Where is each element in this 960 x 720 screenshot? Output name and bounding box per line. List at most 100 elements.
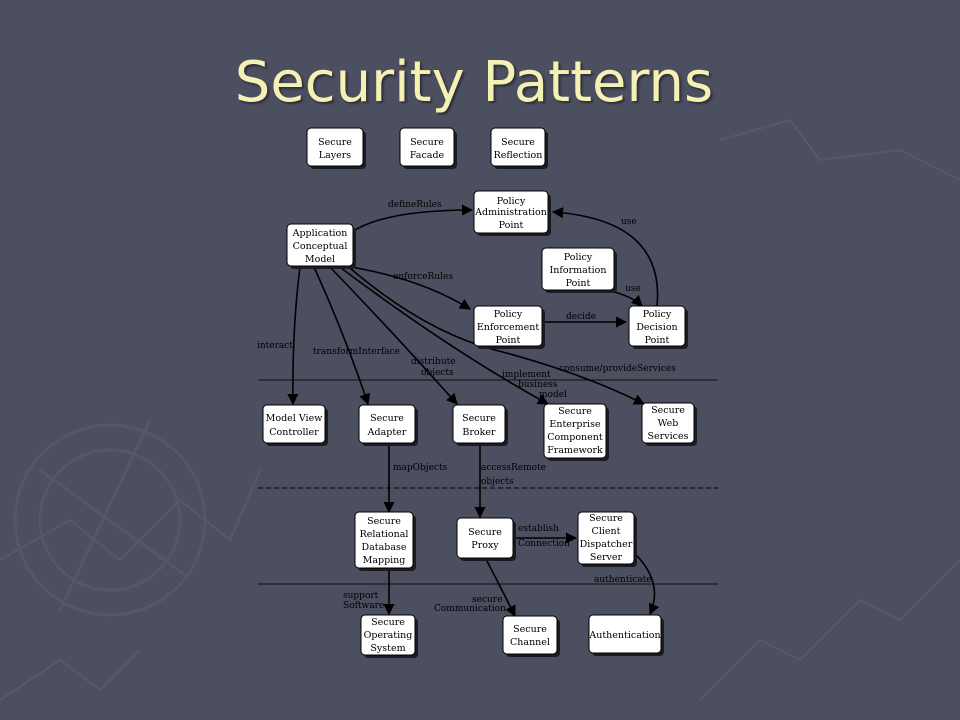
node-secure-layers: Secure Layers <box>306 127 366 169</box>
svg-text:Application: Application <box>292 228 348 239</box>
svg-text:Operating: Operating <box>364 630 413 641</box>
node-authentication: Authentication <box>588 614 664 656</box>
svg-text:Database: Database <box>361 542 406 553</box>
svg-text:Dispatcher: Dispatcher <box>580 539 633 550</box>
node-policy-decision-point: Policy Decision Point <box>628 305 688 349</box>
svg-text:Secure: Secure <box>501 137 535 148</box>
label-enforce-rules: enforceRules <box>393 272 453 282</box>
svg-text:Policy: Policy <box>643 309 672 320</box>
svg-text:Enterprise: Enterprise <box>549 419 601 430</box>
label-business: business <box>518 380 558 390</box>
label-decide: decide <box>566 312 596 322</box>
node-model-view-controller: Model View Controller <box>262 404 328 446</box>
node-secure-reflection: Secure Reflection <box>490 127 548 169</box>
svg-text:Secure: Secure <box>371 617 405 628</box>
label-connection: Connection <box>518 539 570 549</box>
svg-text:Channel: Channel <box>510 637 550 648</box>
svg-text:Information: Information <box>549 265 606 276</box>
label-support: support <box>343 591 379 601</box>
svg-text:Conceptual: Conceptual <box>293 241 348 252</box>
svg-text:Layers: Layers <box>319 150 352 161</box>
edge-consume-provide-services <box>342 261 646 405</box>
label-define-rules: defineRules <box>388 200 442 210</box>
label-software: Software <box>343 601 384 611</box>
svg-text:Secure: Secure <box>468 527 502 538</box>
svg-text:Point: Point <box>566 278 591 289</box>
edge-transform-interface <box>313 266 371 406</box>
node-policy-enforcement-point: Policy Enforcement Point <box>473 305 545 349</box>
label-consume-provide-services: consume/provideServices <box>559 364 676 374</box>
svg-text:Model: Model <box>305 254 335 265</box>
edge-interact <box>287 266 301 406</box>
node-secure-client-dispatcher-server: Secure Client Dispatcher Server <box>577 511 637 567</box>
svg-text:Policy: Policy <box>497 196 526 207</box>
svg-text:Point: Point <box>496 335 521 346</box>
node-secure-broker: Secure Broker <box>452 404 508 446</box>
svg-text:Secure: Secure <box>462 413 496 424</box>
svg-text:Model View: Model View <box>266 413 323 424</box>
svg-text:Controller: Controller <box>269 427 319 438</box>
svg-text:Secure: Secure <box>589 513 623 524</box>
node-secure-facade: Secure Facade <box>399 127 457 169</box>
svg-text:Proxy: Proxy <box>471 540 499 551</box>
svg-text:Relational: Relational <box>360 529 409 540</box>
svg-text:Decision: Decision <box>636 322 677 333</box>
svg-text:Framework: Framework <box>547 445 603 456</box>
svg-text:Secure: Secure <box>367 516 401 527</box>
svg-text:System: System <box>370 643 405 654</box>
svg-text:Secure: Secure <box>558 406 592 417</box>
node-secure-web-services: Secure Web Services <box>641 402 697 446</box>
svg-text:Point: Point <box>645 335 670 346</box>
node-secure-proxy: Secure Proxy <box>456 517 516 561</box>
edge-use-top <box>551 207 659 307</box>
svg-text:Adapter: Adapter <box>367 427 407 438</box>
edge-enforce-rules <box>344 265 471 310</box>
svg-text:Point: Point <box>499 220 524 231</box>
svg-text:Services: Services <box>648 431 689 442</box>
svg-text:Client: Client <box>592 526 621 537</box>
label-use-bottom: use <box>625 284 641 294</box>
svg-text:Policy: Policy <box>494 309 523 320</box>
svg-text:Web: Web <box>658 418 679 429</box>
svg-text:Secure: Secure <box>370 413 404 424</box>
label-establish: establish <box>518 524 559 534</box>
svg-text:Enforcement: Enforcement <box>477 322 540 333</box>
svg-text:Reflection: Reflection <box>494 150 543 161</box>
label-use-top: use <box>621 217 637 227</box>
label-interact: interact <box>257 341 293 351</box>
slide-title: Security Patterns <box>234 50 714 115</box>
svg-text:Administration: Administration <box>474 207 547 218</box>
edge-labels: defineRules use use enforceRules decide … <box>257 200 676 614</box>
label-objects: objects <box>421 368 454 378</box>
edge-secure-communication <box>485 558 516 618</box>
svg-text:Secure: Secure <box>318 137 352 148</box>
svg-text:Secure: Secure <box>513 624 547 635</box>
node-policy-administration-point: Policy Administration Point <box>473 190 551 236</box>
svg-text:Policy: Policy <box>564 252 593 263</box>
svg-text:Secure: Secure <box>651 405 685 416</box>
edge-distribute-objects <box>329 266 458 405</box>
edges <box>287 204 660 618</box>
label-remote-objects: objects <box>481 477 514 487</box>
label-secure: secure <box>472 595 502 605</box>
label-transform-interface: transformInterface <box>313 347 400 357</box>
node-secure-adapter: Secure Adapter <box>358 404 418 446</box>
node-policy-information-point: Policy Information Point <box>541 247 617 293</box>
label-map-objects: mapObjects <box>393 463 448 473</box>
edge-define-rules <box>351 204 474 233</box>
node-secure-channel: Secure Channel <box>502 615 560 657</box>
label-access-remote: accessRemote <box>481 463 546 473</box>
node-secure-operating-system: Secure Operating System <box>360 614 418 658</box>
label-authenticate: authenticate <box>594 575 652 585</box>
label-distribute: distribute <box>411 357 456 367</box>
edge-implement-business-model <box>336 264 549 405</box>
svg-text:Mapping: Mapping <box>363 555 406 566</box>
label-communication: Communication <box>434 604 506 614</box>
node-secure-relational-database-mapping: Secure Relational Database Mapping <box>354 511 416 571</box>
label-implement: implement <box>502 370 551 380</box>
svg-text:Secure: Secure <box>410 137 444 148</box>
svg-text:Server: Server <box>590 552 623 563</box>
node-application-conceptual-model: Application Conceptual Model <box>286 223 356 269</box>
